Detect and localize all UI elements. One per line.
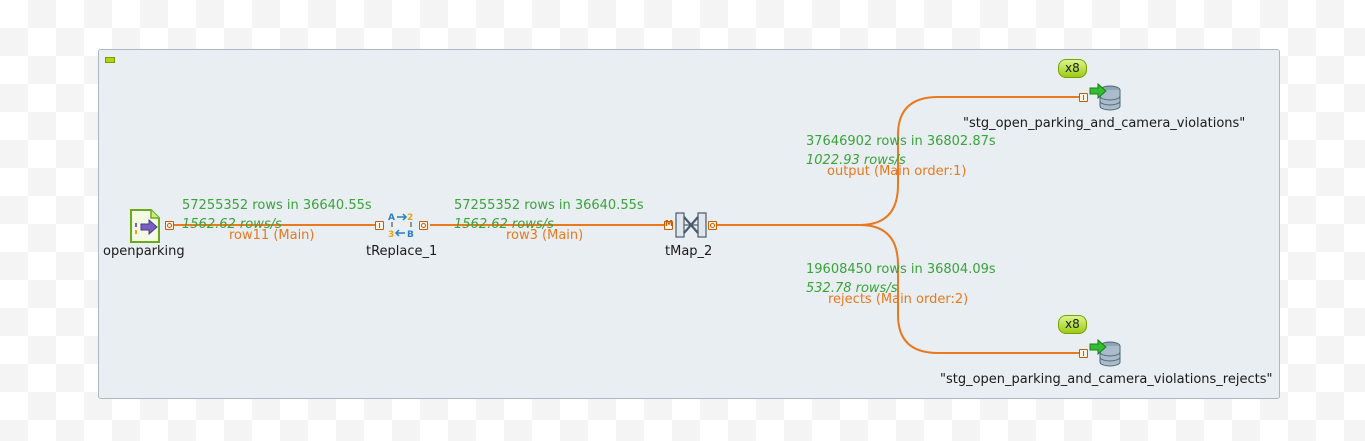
db-output-icon: [1089, 338, 1121, 367]
component-tmap[interactable]: [674, 209, 708, 241]
treplace-input-port[interactable]: [375, 221, 384, 230]
flow-stats-output: 37646902 rows in 36802.87s: [806, 134, 996, 149]
svg-text:2: 2: [407, 213, 413, 223]
flow-rate-output: 1022.93 rows/s: [806, 153, 906, 168]
component-treplace[interactable]: A 2 3 B: [386, 211, 416, 240]
tmap-output-port[interactable]: [708, 221, 717, 230]
flow-name-output[interactable]: output (Main order:1): [827, 164, 967, 179]
parallel-badge-rejects: x8: [1058, 315, 1087, 334]
svg-text:3: 3: [388, 230, 394, 239]
flow-name-rejects[interactable]: rejects (Main order:2): [828, 292, 969, 307]
map-icon: [675, 212, 707, 238]
flow-rate-rejects: 532.78 rows/s: [806, 281, 898, 296]
flow-rate-row11: 1562.62 rows/s: [182, 217, 282, 232]
component-label-tmap: tMap_2: [665, 244, 713, 259]
openparking-output-port[interactable]: [165, 221, 174, 230]
component-label-output-target: "stg_open_parking_and_camera_violations": [963, 116, 1246, 131]
component-openparking[interactable]: [128, 209, 162, 243]
file-input-icon: [130, 209, 160, 243]
parallel-badge-output: x8: [1058, 59, 1087, 78]
flow-stats-row3: 57255352 rows in 36640.55s: [454, 198, 644, 213]
reject-target-input-port[interactable]: [1079, 349, 1088, 358]
tmap-input-port[interactable]: [664, 219, 673, 230]
component-label-treplace: tReplace_1: [366, 244, 438, 259]
component-label-reject-target: "stg_open_parking_and_camera_violations_…: [940, 372, 1273, 387]
treplace-output-port[interactable]: [419, 221, 428, 230]
flow-name-row11[interactable]: row11 (Main): [229, 228, 315, 243]
component-label-openparking: openparking: [103, 244, 185, 259]
flow-line-rejects[interactable]: [859, 224, 1079, 354]
replace-icon: A 2 3 B: [388, 213, 414, 240]
flow-line-output[interactable]: [716, 96, 1079, 226]
output-target-input-port[interactable]: [1079, 93, 1088, 102]
svg-text:A: A: [388, 213, 395, 223]
flow-rate-row3: 1562.62 rows/s: [454, 217, 554, 232]
flow-stats-rejects: 19608450 rows in 36804.09s: [806, 262, 996, 277]
subjob-collapse-toggle[interactable]: [105, 57, 115, 63]
svg-text:B: B: [407, 230, 414, 239]
component-reject-target[interactable]: [1089, 338, 1123, 368]
db-output-icon: [1089, 82, 1121, 111]
component-output-target[interactable]: [1089, 82, 1123, 112]
flow-stats-row11: 57255352 rows in 36640.55s: [182, 198, 372, 213]
flow-name-row3[interactable]: row3 (Main): [506, 228, 584, 243]
